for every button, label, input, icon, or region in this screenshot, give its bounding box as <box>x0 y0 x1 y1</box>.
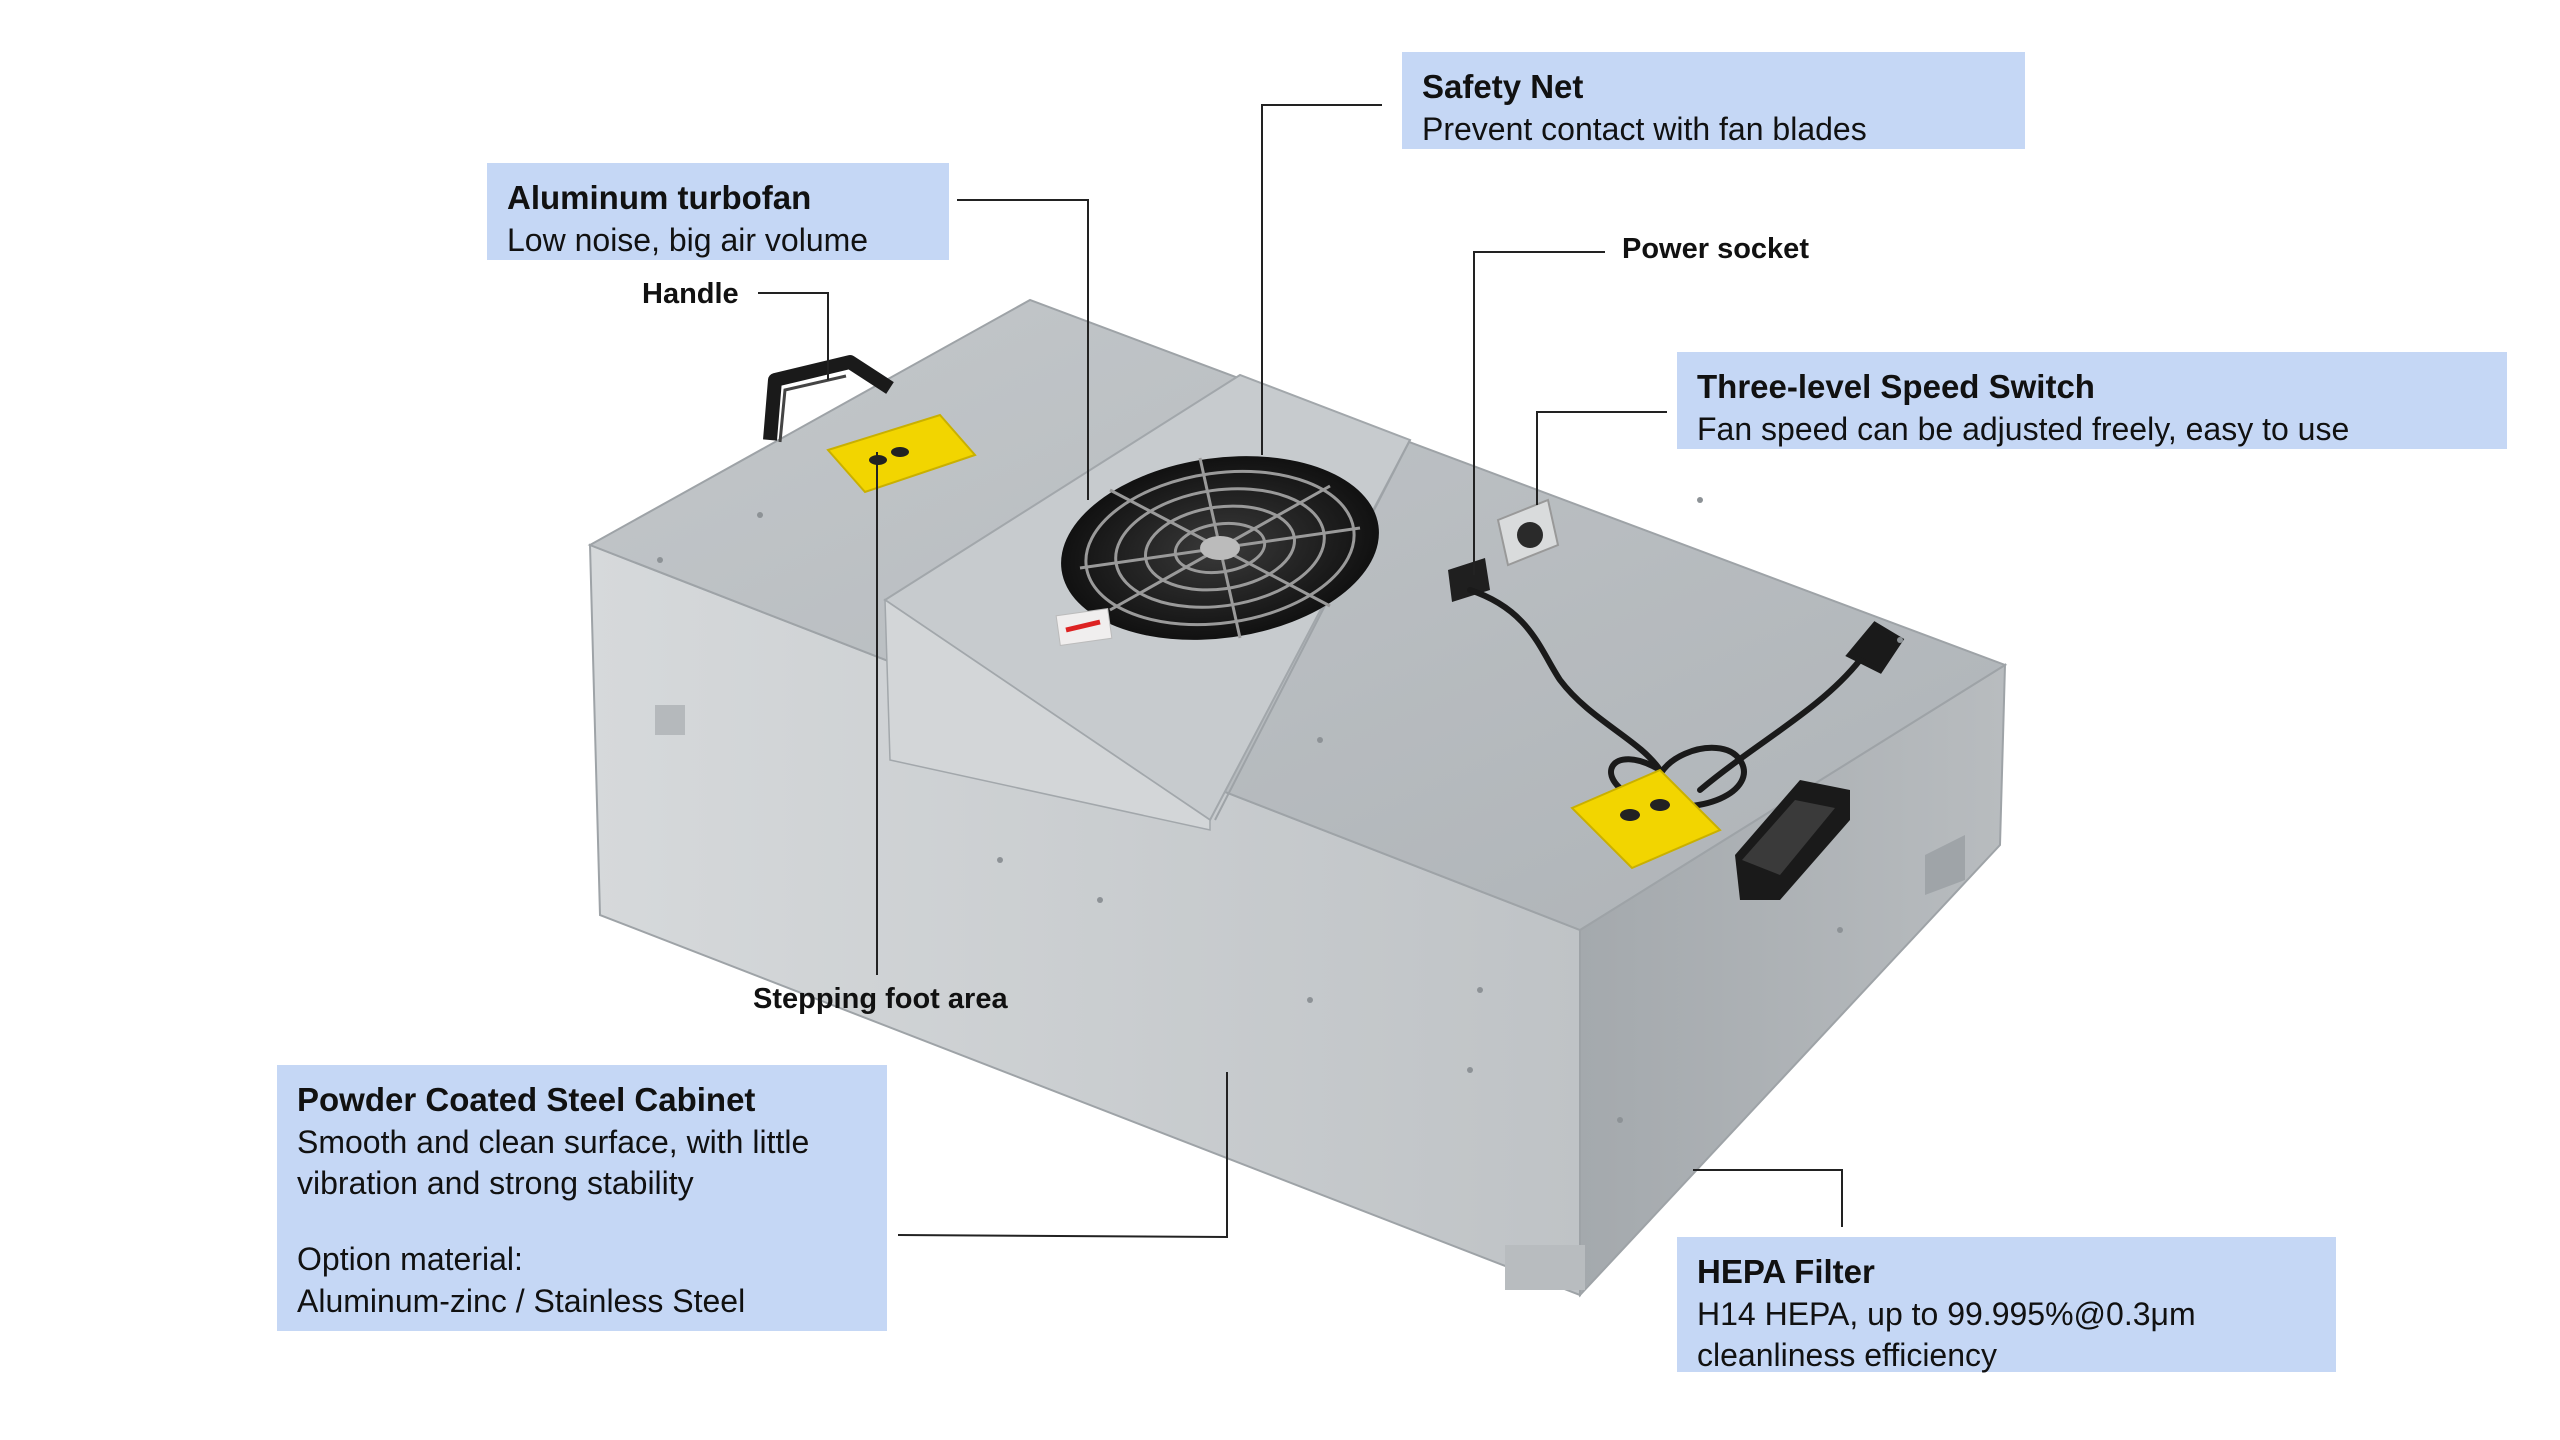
handle-label: Handle <box>642 278 739 310</box>
cabinet-foot <box>1925 835 1965 895</box>
callout-aluminum-turbofan: Aluminum turbofan Low noise, big air vol… <box>487 163 949 260</box>
leader-hepa <box>1693 1169 1843 1227</box>
leader-lines <box>758 104 1843 1239</box>
warning-footprint-icon <box>1570 768 1722 870</box>
fan-grille-icon <box>1061 456 1379 640</box>
fan-housing-slope <box>884 598 1211 831</box>
option-material-value: Aluminum-zinc / Stainless Steel <box>297 1282 746 1319</box>
callout-hepa-filter: HEPA Filter H14 HEPA, up to 99.995%@0.3μ… <box>1677 1237 2336 1373</box>
callout-description-line2: vibration and strong stability <box>297 1165 694 1202</box>
callout-steel-cabinet: Powder Coated Steel Cabinet Smooth and c… <box>277 1065 887 1331</box>
cabinet-foot <box>655 705 685 735</box>
callout-title: Three-level Speed Switch <box>1697 368 2095 405</box>
rivets <box>657 497 1903 1123</box>
callout-speed-switch: Three-level Speed Switch Fan speed can b… <box>1677 352 2507 449</box>
handle-icon <box>763 355 894 443</box>
handle-icon <box>1735 780 1850 900</box>
speed-knob-icon <box>1496 498 1560 567</box>
power-socket-label: Power socket <box>1622 233 1809 265</box>
callout-title: Safety Net <box>1422 68 1584 105</box>
leader-speed-switch <box>1536 411 1667 505</box>
option-material-label: Option material: <box>297 1241 523 1278</box>
callout-title: Powder Coated Steel Cabinet <box>297 1081 756 1118</box>
callout-spacer <box>297 1205 867 1239</box>
leader-safety-net <box>1261 104 1382 455</box>
callout-description-line1: Smooth and clean surface, with little <box>297 1123 810 1160</box>
callout-description-line1: H14 HEPA, up to 99.995%@0.3μm <box>1697 1295 2196 1332</box>
callout-title: HEPA Filter <box>1697 1253 1875 1290</box>
callout-title: Aluminum turbofan <box>507 179 812 216</box>
callout-description: Fan speed can be adjusted freely, easy t… <box>1697 410 2350 447</box>
leader-turbofan <box>957 199 1089 500</box>
leader-power-socket <box>1473 251 1605 575</box>
callout-description: Prevent contact with fan blades <box>1422 110 1867 147</box>
callout-description: Low noise, big air volume <box>507 221 869 258</box>
leader-cabinet <box>897 1072 1228 1239</box>
callout-description-line2: cleanliness efficiency <box>1697 1337 1998 1374</box>
panel-seam <box>1214 439 1411 821</box>
stepping-foot-area-label: Stepping foot area <box>753 983 1008 1015</box>
callout-safety-net: Safety Net Prevent contact with fan blad… <box>1402 52 2025 149</box>
leader-handle <box>758 292 829 380</box>
cabinet-foot <box>1505 1245 1585 1290</box>
